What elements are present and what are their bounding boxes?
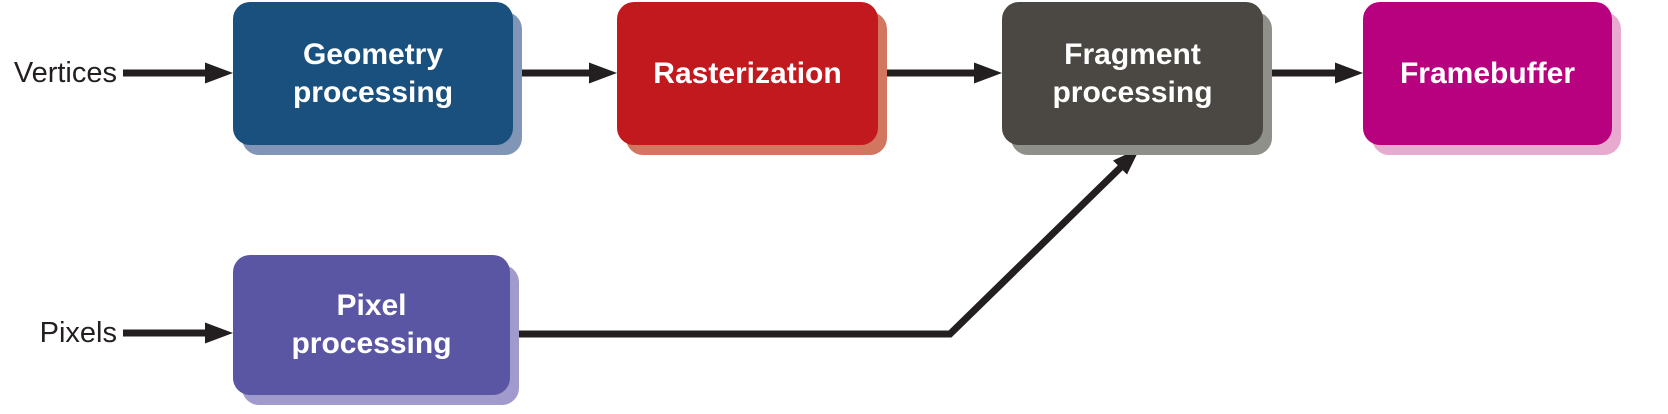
connector-pixel-to-fragment <box>506 148 1140 338</box>
stage-box-pixel-processing: Pixel processing <box>233 255 510 395</box>
arrow-geometry-to-rasterization <box>511 62 617 84</box>
stage-box-geometry-processing: Geometry processing <box>233 2 513 145</box>
stage-box-fragment-processing: Fragment processing <box>1002 2 1263 145</box>
arrow-vertices-input <box>123 62 233 84</box>
box-label: Geometry processing <box>292 37 454 109</box>
arrow-pixels-input <box>123 322 233 344</box>
box-label: Pixel processing <box>291 289 452 360</box>
stage-box-framebuffer: Framebuffer <box>1363 2 1612 145</box>
input-label-pixels: Pixels <box>39 317 117 349</box>
box-label: Rasterization <box>653 56 842 90</box>
box-label: Framebuffer <box>1399 56 1576 90</box>
arrow-rasterization-to-fragment <box>876 62 1002 84</box>
arrow-fragment-to-framebuffer <box>1261 62 1363 84</box>
box-label: Fragment processing <box>1052 37 1213 109</box>
stage-box-rasterization: Rasterization <box>617 2 878 145</box>
input-label-vertices: Vertices <box>13 57 117 89</box>
